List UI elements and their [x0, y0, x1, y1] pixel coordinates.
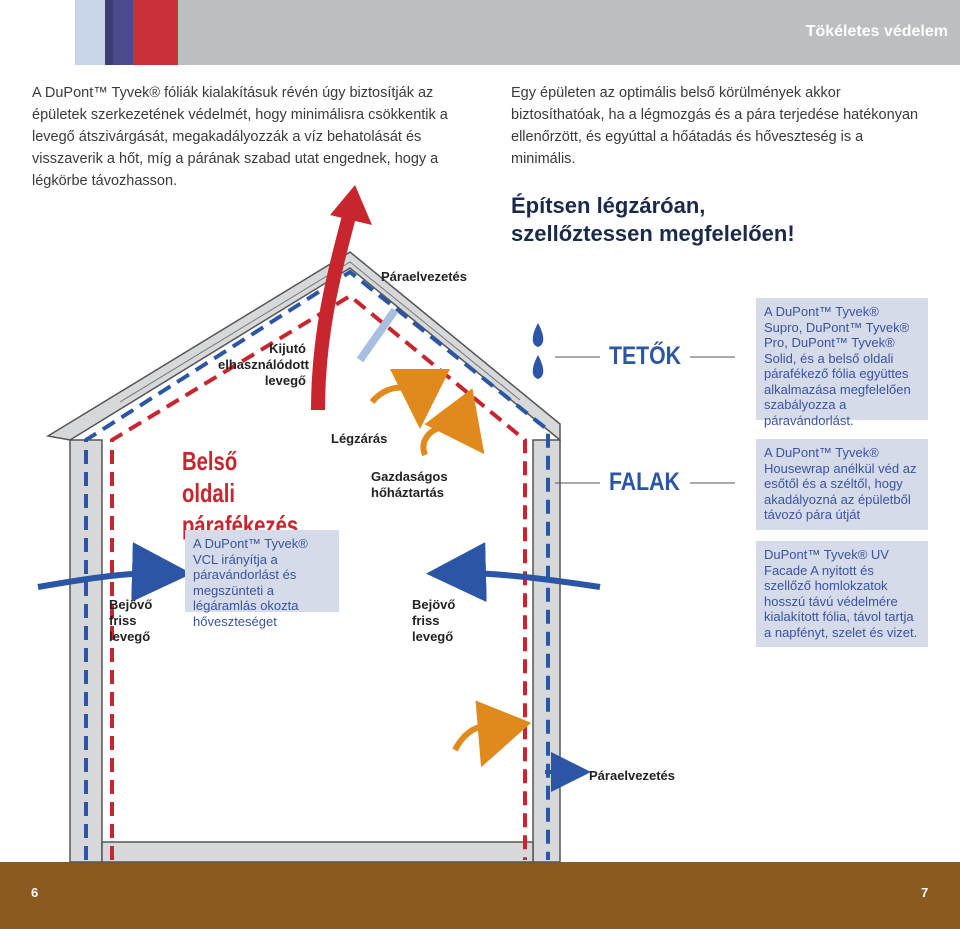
- drop-icon-top: [532, 323, 544, 347]
- exhaust-arrow: [311, 203, 359, 411]
- housewrap-infobox: A DuPont™ Tyvek® Housewrap anélkül véd a…: [756, 439, 928, 530]
- vcl-infobox: A DuPont™ Tyvek® VCL irányítja a páraván…: [185, 530, 339, 629]
- intro-left: A DuPont™ Tyvek® fóliák kialakításuk rév…: [32, 85, 448, 189]
- headline: Építsen légzáróan, szellőztessen megfele…: [511, 193, 795, 246]
- outer-membrane: [84, 269, 550, 860]
- label-paraelvezetes-bottom: Páraelvezetés: [589, 768, 676, 783]
- header-stripe-navy: [105, 0, 113, 65]
- heat-arrow-1: [369, 368, 450, 429]
- inflow-arrow-left: [37, 542, 192, 603]
- heat-arrow-2: [420, 388, 485, 457]
- page-number-left: 6: [31, 885, 39, 900]
- label-bejovo-right: Bejövő friss levegő: [412, 597, 456, 644]
- header-stripe-purple: [113, 0, 133, 65]
- roof-infobox: A DuPont™ Tyvek® Supro, DuPont™ Tyvek® P…: [756, 298, 928, 428]
- roof-rafter-line: [119, 261, 521, 403]
- heat-arrow-3: [452, 700, 532, 768]
- header-bar: [178, 0, 960, 65]
- header-stripe-light: [75, 0, 105, 65]
- intro-right: Egy épületen az optimális belső körülmén…: [511, 85, 919, 167]
- section-tetok: TETŐK: [609, 342, 682, 370]
- label-gazdasagos: Gazdaságos hőháztartás: [371, 469, 448, 500]
- exhaust-arrow-head: [330, 185, 372, 225]
- label-paraelvezetes-top: Páraelvezetés: [381, 269, 468, 284]
- facade-infobox: DuPont™ Tyvek® UV Facade A nyitott és sz…: [756, 541, 928, 647]
- label-legzaras: Légzárás: [331, 431, 388, 446]
- inflow-arrow-right: [426, 542, 601, 603]
- page-title: Tökéletes védelem: [805, 23, 948, 40]
- label-bejovo-left: Bejövő friss levegő: [109, 597, 153, 644]
- page-number-right: 7: [921, 885, 929, 900]
- drop-icon-bottom: [532, 355, 544, 379]
- section-falak: FALAK: [609, 468, 680, 496]
- vapour-flow: [356, 307, 399, 363]
- header-stripe-red: [133, 0, 178, 65]
- label-kijuto: Kijutó elhasználódott levegő: [218, 341, 310, 388]
- label-belso-oldali: Belső oldali párafékezés: [182, 446, 299, 540]
- ground: [0, 862, 960, 929]
